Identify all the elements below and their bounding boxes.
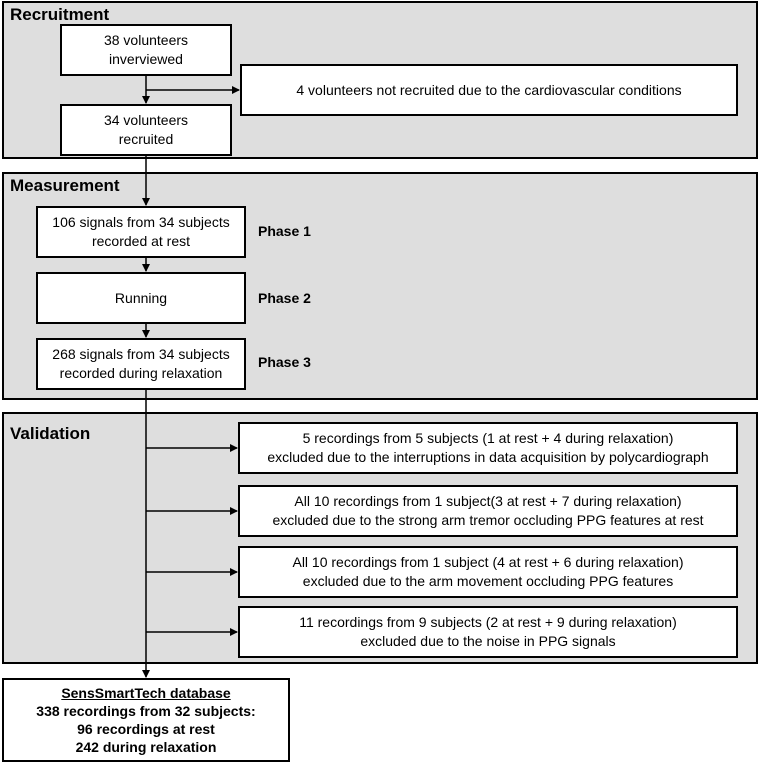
database-line-2: 96 recordings at rest bbox=[77, 721, 215, 737]
database-line-1: 338 recordings from 32 subjects: bbox=[36, 703, 256, 719]
phase1-box: 106 signals from 34 subjects recorded at… bbox=[36, 206, 246, 258]
exclusion-2-line-2: excluded due to the strong arm tremor oc… bbox=[272, 512, 704, 528]
not-recruited-text: 4 volunteers not recruited due to the ca… bbox=[296, 81, 682, 98]
exclusion-box-4: 11 recordings from 9 subjects (2 at rest… bbox=[238, 606, 738, 658]
database-title: SensSmartTech database bbox=[61, 685, 231, 701]
measurement-title: Measurement bbox=[10, 176, 120, 195]
exclusion-1-line-2: excluded due to the interruptions in dat… bbox=[267, 449, 709, 465]
recruited-line-2: recruited bbox=[118, 131, 174, 147]
exclusion-3-line-1: All 10 recordings from 1 subject (4 at r… bbox=[292, 554, 684, 570]
exclusion-1-line-1: 5 recordings from 5 subjects (1 at rest … bbox=[302, 430, 674, 446]
phase1-line-1: 106 signals from 34 subjects bbox=[52, 214, 230, 230]
phase2-label: Phase 2 bbox=[258, 290, 311, 306]
database-line-3: 242 during relaxation bbox=[75, 739, 217, 755]
phase2-text: Running bbox=[114, 289, 168, 306]
phase1-label: Phase 1 bbox=[258, 223, 311, 239]
exclusion-4-line-2: excluded due to the noise in PPG signals bbox=[360, 633, 616, 649]
exclusion-3-line-2: excluded due to the arm movement occludi… bbox=[302, 573, 674, 589]
phase1-line-2: recorded at rest bbox=[91, 233, 191, 249]
validation-title: Validation bbox=[10, 424, 91, 443]
exclusion-2-line-1: All 10 recordings from 1 subject(3 at re… bbox=[294, 493, 682, 509]
database-box: SensSmartTech database 338 recordings fr… bbox=[2, 678, 290, 762]
exclusion-box-1: 5 recordings from 5 subjects (1 at rest … bbox=[238, 422, 738, 474]
not-recruited-box: 4 volunteers not recruited due to the ca… bbox=[240, 64, 738, 116]
interviewed-box: 38 volunteers inverviewed bbox=[60, 24, 232, 76]
recruitment-title: Recruitment bbox=[10, 5, 110, 24]
exclusion-4-line-1: 11 recordings from 9 subjects (2 at rest… bbox=[299, 614, 677, 630]
exclusion-box-3: All 10 recordings from 1 subject (4 at r… bbox=[238, 546, 738, 598]
interviewed-line-2: inverviewed bbox=[109, 51, 183, 67]
exclusion-box-2: All 10 recordings from 1 subject(3 at re… bbox=[238, 485, 738, 537]
phase3-label: Phase 3 bbox=[258, 354, 311, 370]
recruited-line-1: 34 volunteers bbox=[103, 112, 189, 128]
interviewed-line-1: 38 volunteers bbox=[103, 32, 189, 48]
phase2-box: Running bbox=[36, 272, 246, 324]
phase3-box: 268 signals from 34 subjects recorded du… bbox=[36, 338, 246, 390]
recruited-box: 34 volunteers recruited bbox=[60, 104, 232, 156]
phase3-line-2: recorded during relaxation bbox=[59, 365, 223, 381]
phase3-line-1: 268 signals from 34 subjects bbox=[52, 346, 230, 362]
